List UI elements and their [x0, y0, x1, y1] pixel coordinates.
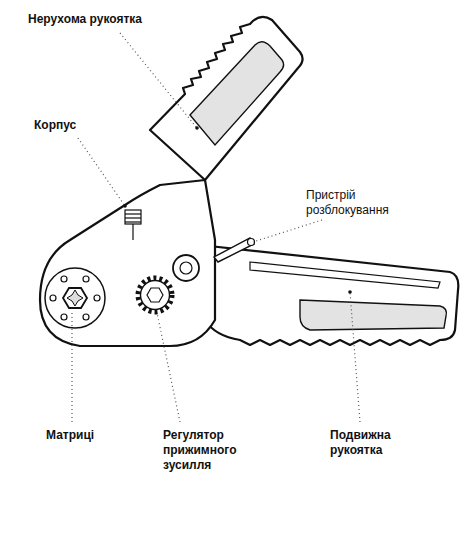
- fixed-grip: [190, 42, 284, 145]
- handle-slot: [250, 262, 440, 288]
- leader-lines: [72, 33, 360, 422]
- release-pin: [248, 239, 255, 246]
- regulator-hub: [147, 288, 163, 302]
- matrix-holes: [50, 276, 100, 320]
- part-label: Пристрій розблокування: [306, 188, 406, 218]
- body-housing: [40, 180, 215, 346]
- part-label: Нерухома рукоятка: [28, 12, 198, 27]
- regulator-wheel: [141, 281, 170, 310]
- part-label: Матриці: [46, 428, 136, 443]
- moving-grip: [300, 300, 446, 330]
- regulator-teeth: [138, 278, 172, 312]
- pivot-bolt-inner: [180, 262, 192, 274]
- moving-handle: [200, 245, 458, 345]
- part-label: Подвижна рукоятка: [330, 428, 414, 458]
- matrix-star: [67, 290, 83, 306]
- spring: [125, 210, 141, 240]
- part-label: Корпус: [34, 118, 124, 133]
- release-lever: [214, 238, 254, 262]
- matrix-hexagon: [63, 288, 87, 308]
- matrix-head: [45, 268, 105, 328]
- pivot-bolt: [173, 255, 199, 281]
- part-label: Регулятор прижимного зусилля: [163, 428, 255, 473]
